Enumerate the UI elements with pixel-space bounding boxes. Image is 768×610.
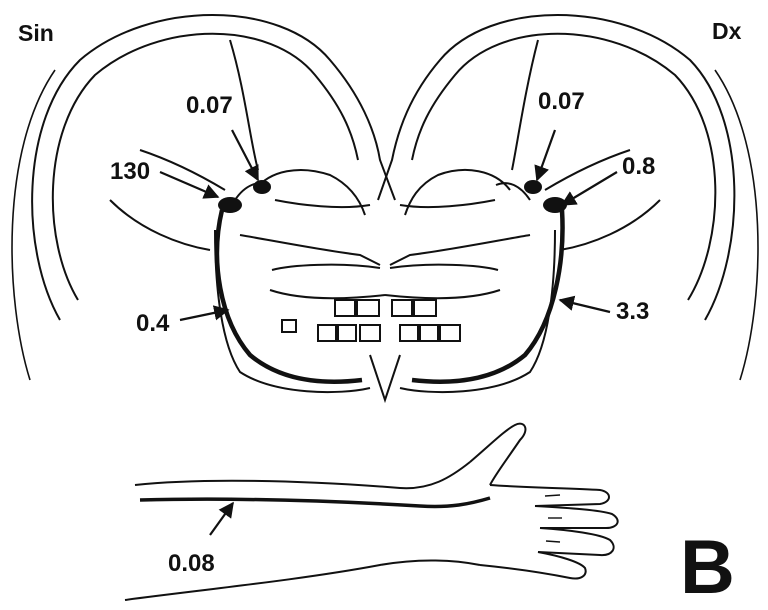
right-ear-region xyxy=(524,180,567,213)
arrow-arm xyxy=(210,503,233,535)
value-dx-ear: 0.8 xyxy=(622,155,655,179)
arm-nerve-path xyxy=(140,498,490,507)
value-dx-eye: 0.07 xyxy=(538,90,585,114)
arrow-dx-ear xyxy=(562,172,617,205)
value-arm: 0.08 xyxy=(168,552,215,576)
right-skull xyxy=(378,15,758,392)
left-skull xyxy=(12,15,395,392)
arrow-sin-ear xyxy=(160,172,218,197)
value-sin-eye: 0.07 xyxy=(186,94,233,118)
pointer-arrows xyxy=(160,130,617,535)
side-label-sin: Sin xyxy=(18,22,54,45)
arrow-dx-eye xyxy=(537,130,555,180)
value-sin-ear: 130 xyxy=(110,160,150,184)
arrow-dx-jaw xyxy=(560,300,610,312)
right-nerve-path xyxy=(412,210,563,382)
left-ear-region xyxy=(218,180,271,213)
midline-bone xyxy=(370,355,400,400)
value-dx-jaw: 3.3 xyxy=(616,300,649,324)
panel-letter: B xyxy=(680,530,735,606)
value-sin-jaw: 0.4 xyxy=(136,312,169,336)
side-label-dx: Dx xyxy=(712,20,741,43)
